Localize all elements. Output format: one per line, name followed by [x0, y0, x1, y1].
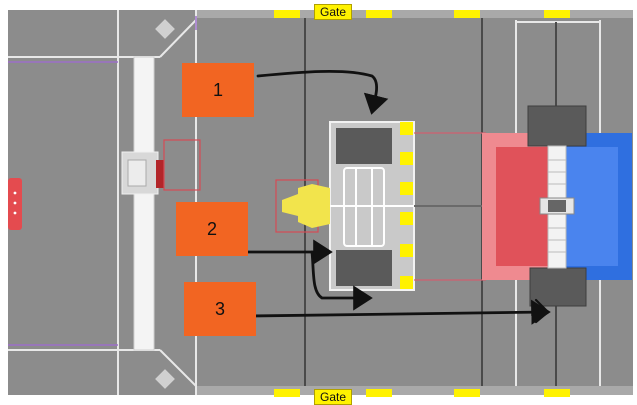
zone-box-1: 1 — [182, 63, 254, 117]
platform-top-block — [527, 105, 587, 147]
purple-lines — [8, 16, 197, 346]
zone-label-3: 3 — [214, 298, 225, 319]
zone-box-2: 2 — [176, 202, 248, 256]
center-frame — [330, 167, 414, 247]
left-wall — [133, 56, 155, 351]
red-outline-left — [163, 139, 201, 191]
gate-label-top: Gate — [314, 4, 353, 20]
arrow-zone-2-branch — [310, 250, 373, 311]
platform-bottom-block — [529, 267, 587, 307]
zone-label-2: 2 — [206, 218, 217, 239]
arrow-zone-3 — [248, 299, 551, 325]
path-arrows — [246, 70, 551, 325]
yellow-goal — [282, 184, 330, 228]
bottom-gate-markers — [274, 389, 570, 397]
center-yellow-markers — [400, 122, 413, 289]
gate-label-bottom: Gate — [314, 389, 353, 405]
red-platform-top — [496, 147, 548, 266]
bottom-strip — [196, 386, 633, 395]
arrow-zone-1 — [256, 70, 389, 115]
zone-label-1: 1 — [212, 79, 223, 100]
top-strip — [196, 10, 633, 18]
platform-ladder — [539, 145, 575, 269]
center-top-block — [336, 128, 392, 164]
top-gate-markers — [274, 10, 570, 18]
zone-box-3: 3 — [184, 282, 256, 336]
blue-platform-top — [560, 147, 618, 266]
corner-post-bottom — [155, 369, 175, 389]
center-bottom-block — [336, 250, 392, 286]
platform-lines — [414, 132, 486, 281]
